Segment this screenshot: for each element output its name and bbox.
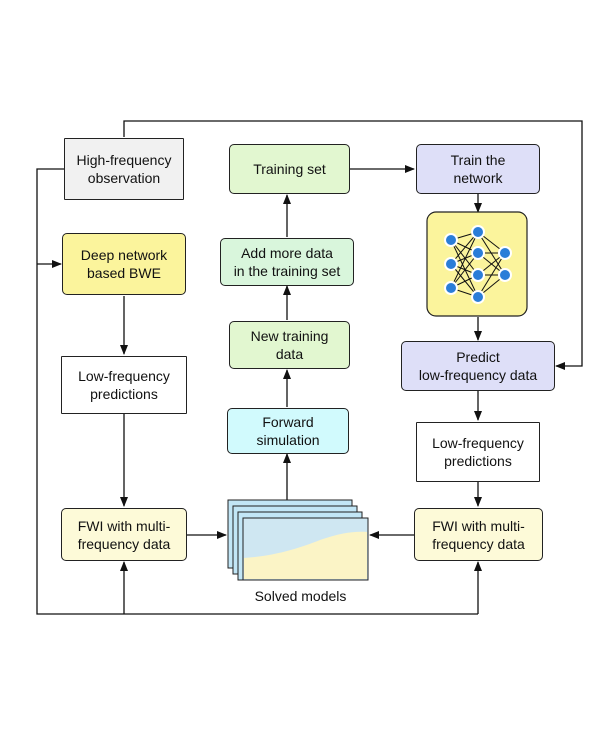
stacked-models-icon — [227, 499, 369, 581]
forward-simulation-box: Forward simulation — [227, 408, 349, 454]
hf-observation-box: High-frequency observation — [64, 138, 184, 200]
predict-lf-box: Predict low-frequency data — [401, 341, 555, 391]
line-hf-left — [36, 168, 478, 615]
neural-network-icon — [426, 211, 528, 317]
fwi-right-box: FWI with multi- frequency data — [414, 508, 543, 561]
connectors — [36, 120, 583, 615]
deep-bwe-box: Deep network based BWE — [62, 233, 186, 295]
arrow-hf-to-predict — [123, 120, 583, 370]
train-network-box: Train the network — [416, 144, 540, 194]
add-more-data-box: Add more data in the training set — [220, 238, 354, 286]
training-set-box: Training set — [229, 144, 350, 194]
lf-predictions-left-box: Low-frequency predictions — [61, 356, 187, 414]
lf-predictions-right-box: Low-frequency predictions — [416, 422, 540, 482]
fwi-left-box: FWI with multi- frequency data — [61, 508, 187, 561]
new-training-data-box: New training data — [229, 321, 350, 369]
solved-models-label: Solved models — [254, 588, 347, 604]
